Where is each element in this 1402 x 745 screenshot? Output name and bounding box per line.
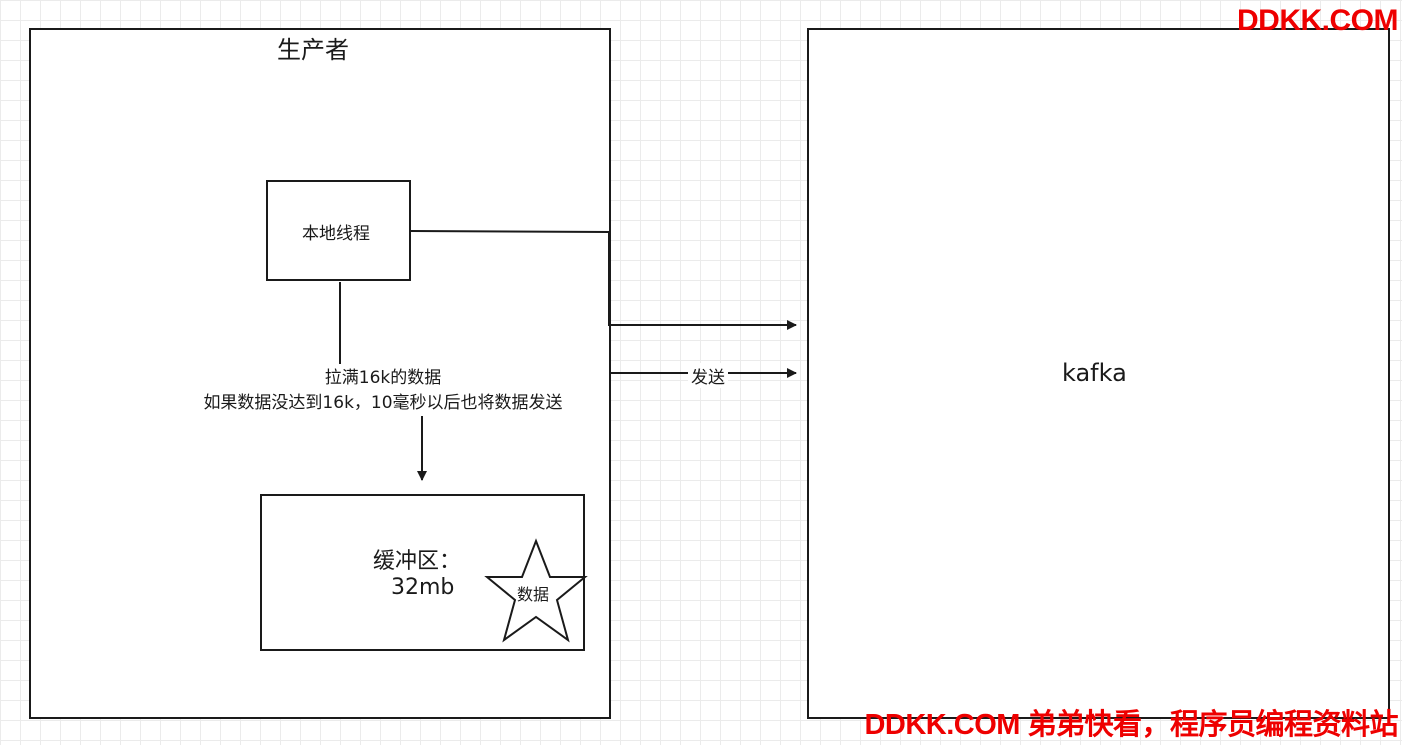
local-thread-box [266, 180, 411, 281]
buffer-size: 32mb [391, 575, 455, 600]
batch-rule-label: 拉满16k的数据 如果数据没达到16k，10毫秒以后也将数据发送 [192, 366, 574, 416]
watermark-top: DDKK.COM [1237, 4, 1399, 37]
data-star-icon [484, 538, 588, 643]
kafka-container [807, 28, 1390, 719]
producer-title: 生产者 [277, 36, 349, 64]
batch-rule-line-2: 如果数据没达到16k，10毫秒以后也将数据发送 [203, 393, 563, 413]
local-thread-label: 本地线程 [302, 224, 370, 244]
data-star-label: 数据 [517, 585, 550, 604]
watermark-bottom: DDKK.COM 弟弟快看，程序员编程资料站 [864, 709, 1398, 741]
batch-rule-line-1: 拉满16k的数据 [324, 368, 442, 388]
thread-to-kafka-connector [410, 230, 797, 330]
kafka-label: kafka [1062, 359, 1127, 387]
buffer-title: 缓冲区： [373, 549, 462, 574]
send-label: 发送 [688, 363, 728, 388]
